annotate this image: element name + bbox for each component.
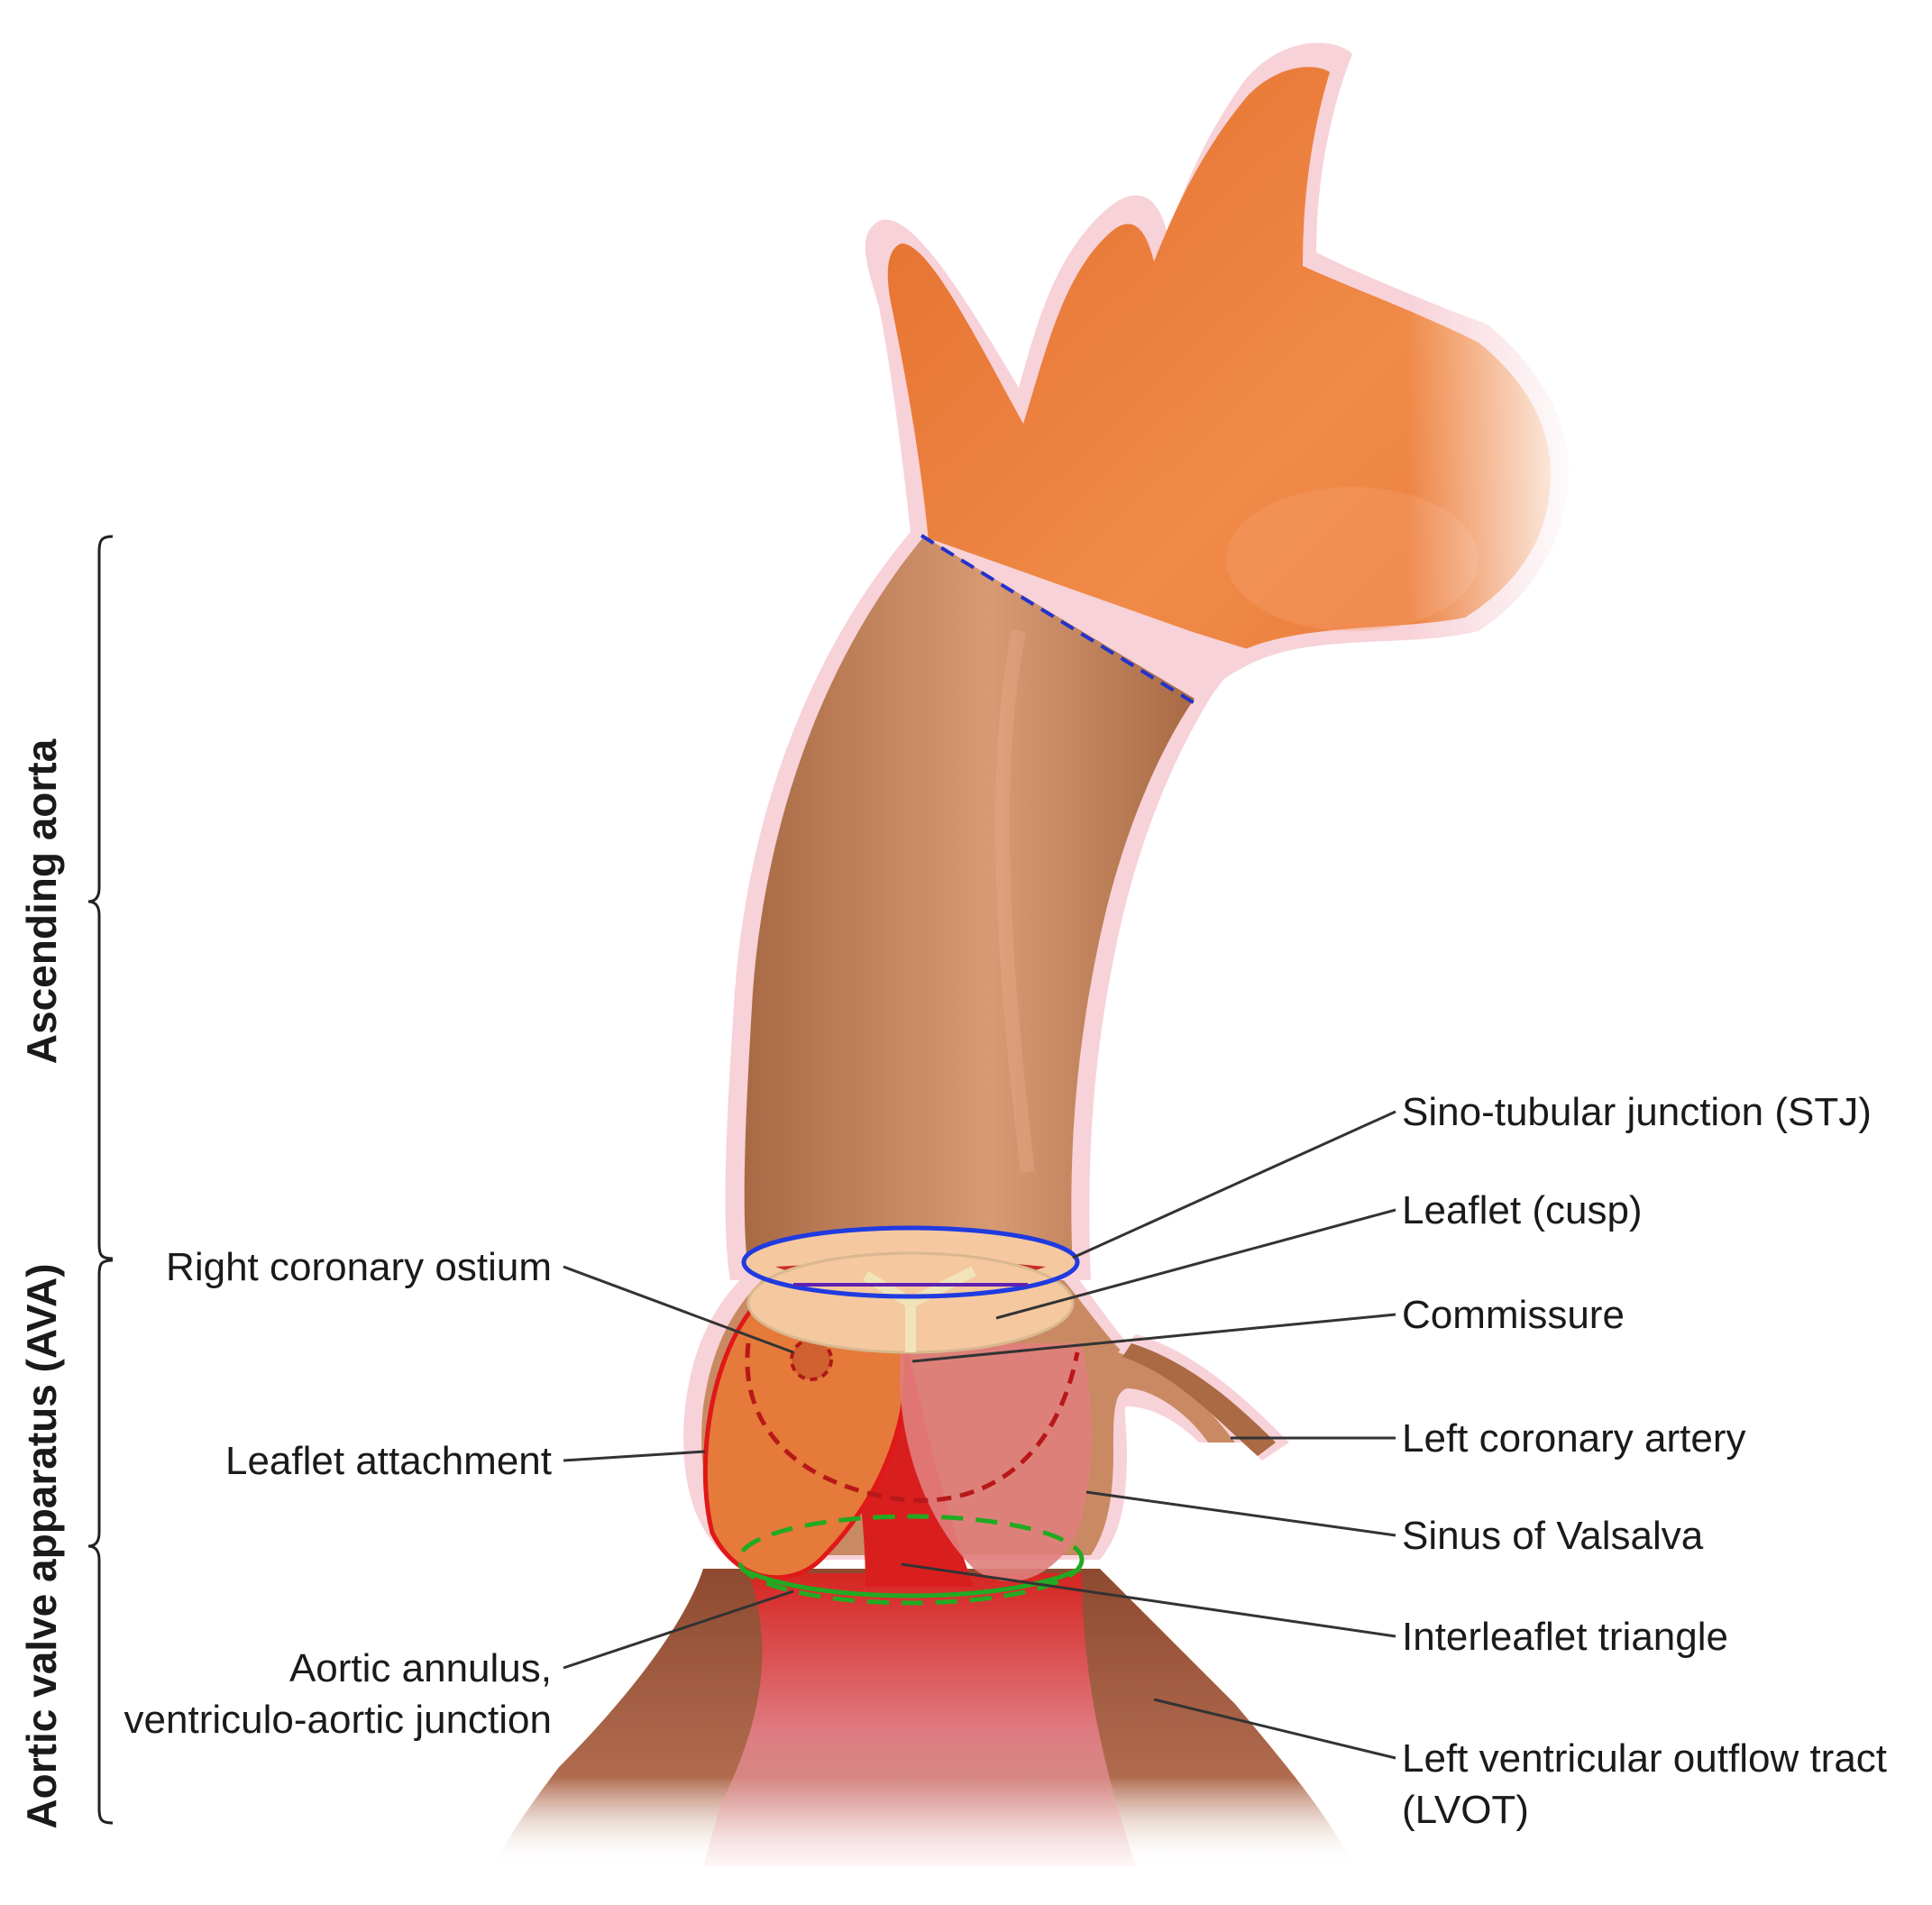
- leader-lines: [563, 1110, 1396, 1760]
- bracket-ascending-aorta: [87, 535, 114, 1260]
- label-stj: Sino-tubular junction (STJ): [1402, 1090, 1872, 1134]
- arch-boundary-dashed-line: [920, 534, 1196, 705]
- valve-top: [741, 1225, 1080, 1354]
- label-interleaflet-triangle: Interleaflet triangle: [1402, 1615, 1728, 1659]
- bracket-label-ascending-aorta: Ascending aorta: [18, 738, 65, 1064]
- left-coronary-artery-shape: [1122, 1343, 1276, 1456]
- label-lvot-line2: (LVOT): [1402, 1788, 1529, 1832]
- label-leaflet: Leaflet (cusp): [1402, 1188, 1643, 1232]
- label-leaflet-attachment: Leaflet attachment: [225, 1439, 552, 1483]
- label-annulus-line1: Aortic annulus,: [289, 1646, 552, 1690]
- label-annulus-line2: ventriculo-aortic junction: [124, 1698, 552, 1742]
- aortic-arch: [865, 42, 1587, 721]
- label-right-coronary-ostium: Right coronary ostium: [166, 1245, 552, 1289]
- label-commissure: Commissure: [1402, 1293, 1625, 1337]
- annulus-ring: [737, 1514, 1085, 1606]
- label-sinus-of-valsalva: Sinus of Valsalva: [1402, 1514, 1704, 1558]
- bracket-ava: [87, 1259, 114, 1825]
- label-left-coronary-artery: Left coronary artery: [1402, 1416, 1746, 1461]
- ascending-aorta-tube: [725, 532, 1262, 1280]
- lvot-shape: [496, 1569, 1352, 1866]
- bracket-label-ava: Aortic valve apparatus (AVA): [18, 1263, 65, 1828]
- label-lvot-line1: Left ventricular outflow tract: [1402, 1736, 1887, 1781]
- stj-ring: [741, 1225, 1080, 1299]
